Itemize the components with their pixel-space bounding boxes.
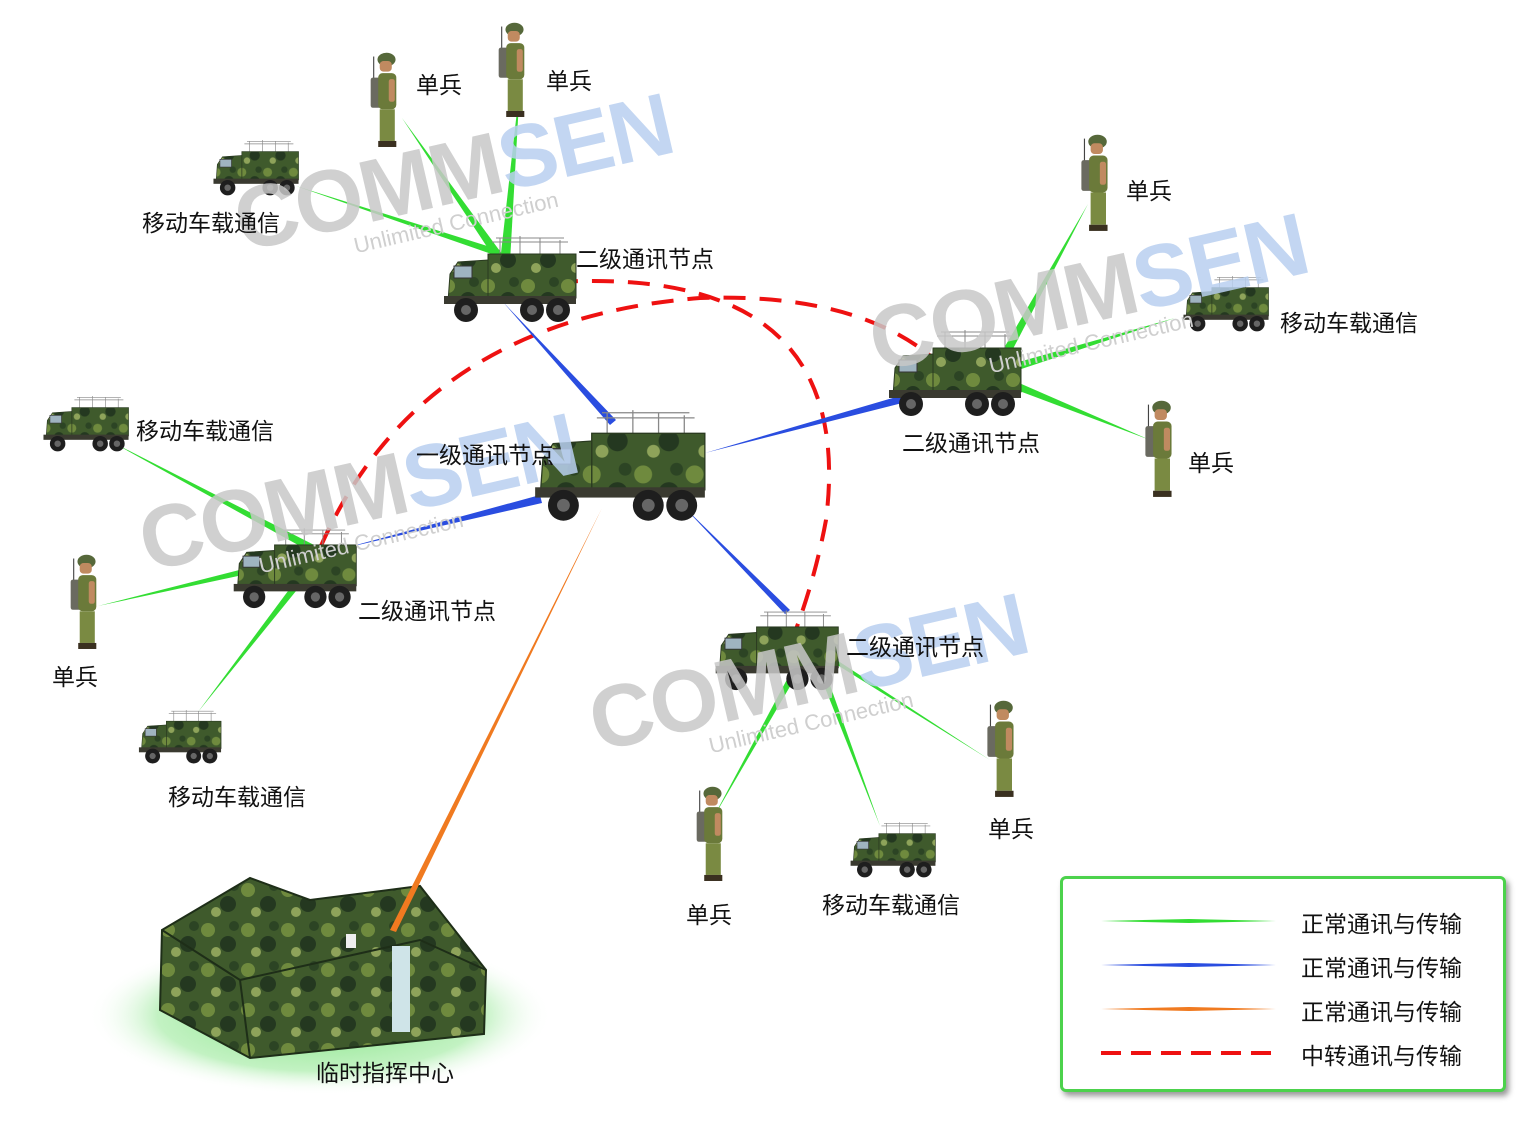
vehicle-1-truck-icon [213, 140, 299, 196]
vehicle-4-label: 移动车载通信 [168, 785, 306, 811]
node-bottom-label: 二级通讯节点 [846, 635, 984, 661]
node-right-label: 二级通讯节点 [902, 431, 1040, 457]
legend-label: 正常通讯与传输 [1301, 1000, 1462, 1026]
node-center-label: 一级通讯节点 [416, 443, 554, 469]
node-top-label: 二级通讯节点 [576, 247, 714, 273]
soldier-3-icon [1080, 134, 1109, 232]
soldier-3-label: 单兵 [1126, 179, 1172, 205]
node-center-truck-icon [534, 409, 706, 522]
vehicle-1-label: 移动车载通信 [142, 211, 280, 237]
legend-item: 中转通讯与传输 [1063, 1031, 1503, 1075]
command-center-label: 临时指挥中心 [316, 1061, 454, 1087]
vehicle-5-label: 移动车载通信 [822, 893, 960, 919]
soldier-7-label: 单兵 [988, 817, 1034, 843]
legend-red-dashed-line [1101, 1051, 1276, 1055]
legend-label: 正常通讯与传输 [1301, 956, 1462, 982]
vehicle-2-truck-icon [1183, 276, 1269, 332]
soldier-1-label: 单兵 [416, 73, 462, 99]
legend-label: 正常通讯与传输 [1301, 912, 1462, 938]
soldier-5-label: 单兵 [52, 665, 98, 691]
soldier-5-icon [69, 554, 98, 650]
legend-label: 中转通讯与传输 [1301, 1044, 1462, 1070]
node-bottom-truck-icon [715, 610, 839, 691]
normal-links-green [98, 84, 1175, 826]
vehicle-3-label: 移动车载通信 [136, 419, 274, 445]
command-tent-icon [158, 876, 488, 1060]
soldier-6-icon [695, 786, 724, 882]
legend-item: 正常通讯与传输 [1063, 987, 1503, 1031]
legend-item: 正常通讯与传输 [1063, 899, 1503, 943]
normal-links-orange [390, 508, 602, 932]
legend-orange-line [1101, 1007, 1276, 1011]
node-right-truck-icon [888, 330, 1022, 417]
legend-item: 正常通讯与传输 [1063, 943, 1503, 987]
vehicle-4-truck-icon [138, 710, 222, 764]
legend: 正常通讯与传输 正常通讯与传输 正常通讯与传输 中转通讯与传输 [1060, 876, 1506, 1092]
soldier-6-label: 单兵 [686, 903, 732, 929]
soldier-2-label: 单兵 [546, 69, 592, 95]
legend-green-line [1101, 919, 1276, 923]
soldier-7-icon [986, 700, 1015, 798]
soldier-2-icon [497, 22, 526, 118]
soldier-4-icon [1144, 400, 1173, 498]
soldier-1-icon [369, 52, 398, 148]
vehicle-2-label: 移动车载通信 [1280, 311, 1418, 337]
vehicle-3-truck-icon [43, 396, 129, 452]
normal-links-blue [345, 302, 922, 614]
node-left-label: 二级通讯节点 [358, 599, 496, 625]
soldier-4-label: 单兵 [1188, 451, 1234, 477]
vehicle-5-truck-icon [850, 822, 936, 878]
legend-blue-line [1101, 963, 1276, 967]
